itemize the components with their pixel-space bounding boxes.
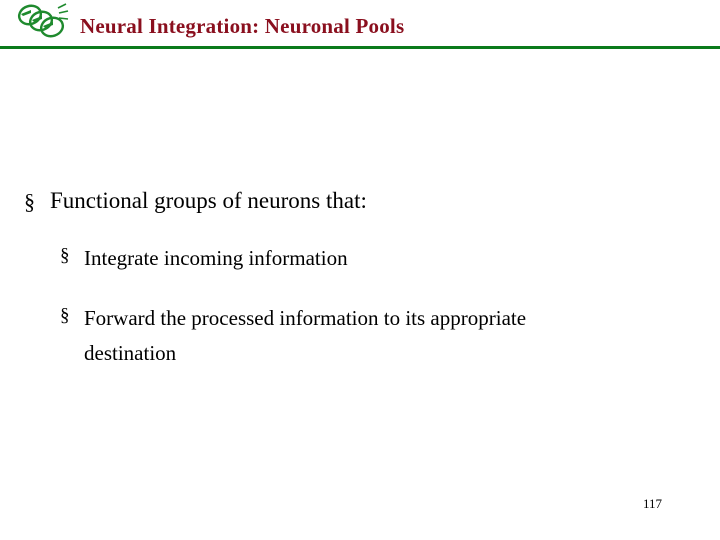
slide-header: Neural Integration: Neuronal Pools <box>0 0 720 50</box>
ecc-logo-icon <box>14 2 70 42</box>
bullet-text: Functional groups of neurons that: <box>50 188 367 213</box>
bullet-text: Forward the processed information to its… <box>84 306 527 365</box>
bullet-level2: § Integrate incoming information <box>0 241 720 276</box>
bullet-marker-icon: § <box>60 305 70 326</box>
bullet-level2: § Forward the processed information to i… <box>0 301 720 371</box>
page-title: Neural Integration: Neuronal Pools <box>80 14 405 38</box>
page-number: 117 <box>642 496 662 511</box>
bullet-level1: § Functional groups of neurons that: <box>0 186 720 216</box>
bullet-text: Integrate incoming information <box>84 246 348 270</box>
bullet-marker-icon: § <box>24 189 35 214</box>
header-divider <box>0 46 720 49</box>
bullet-marker-icon: § <box>60 245 70 266</box>
slide-body: § Functional groups of neurons that: § I… <box>0 186 720 371</box>
